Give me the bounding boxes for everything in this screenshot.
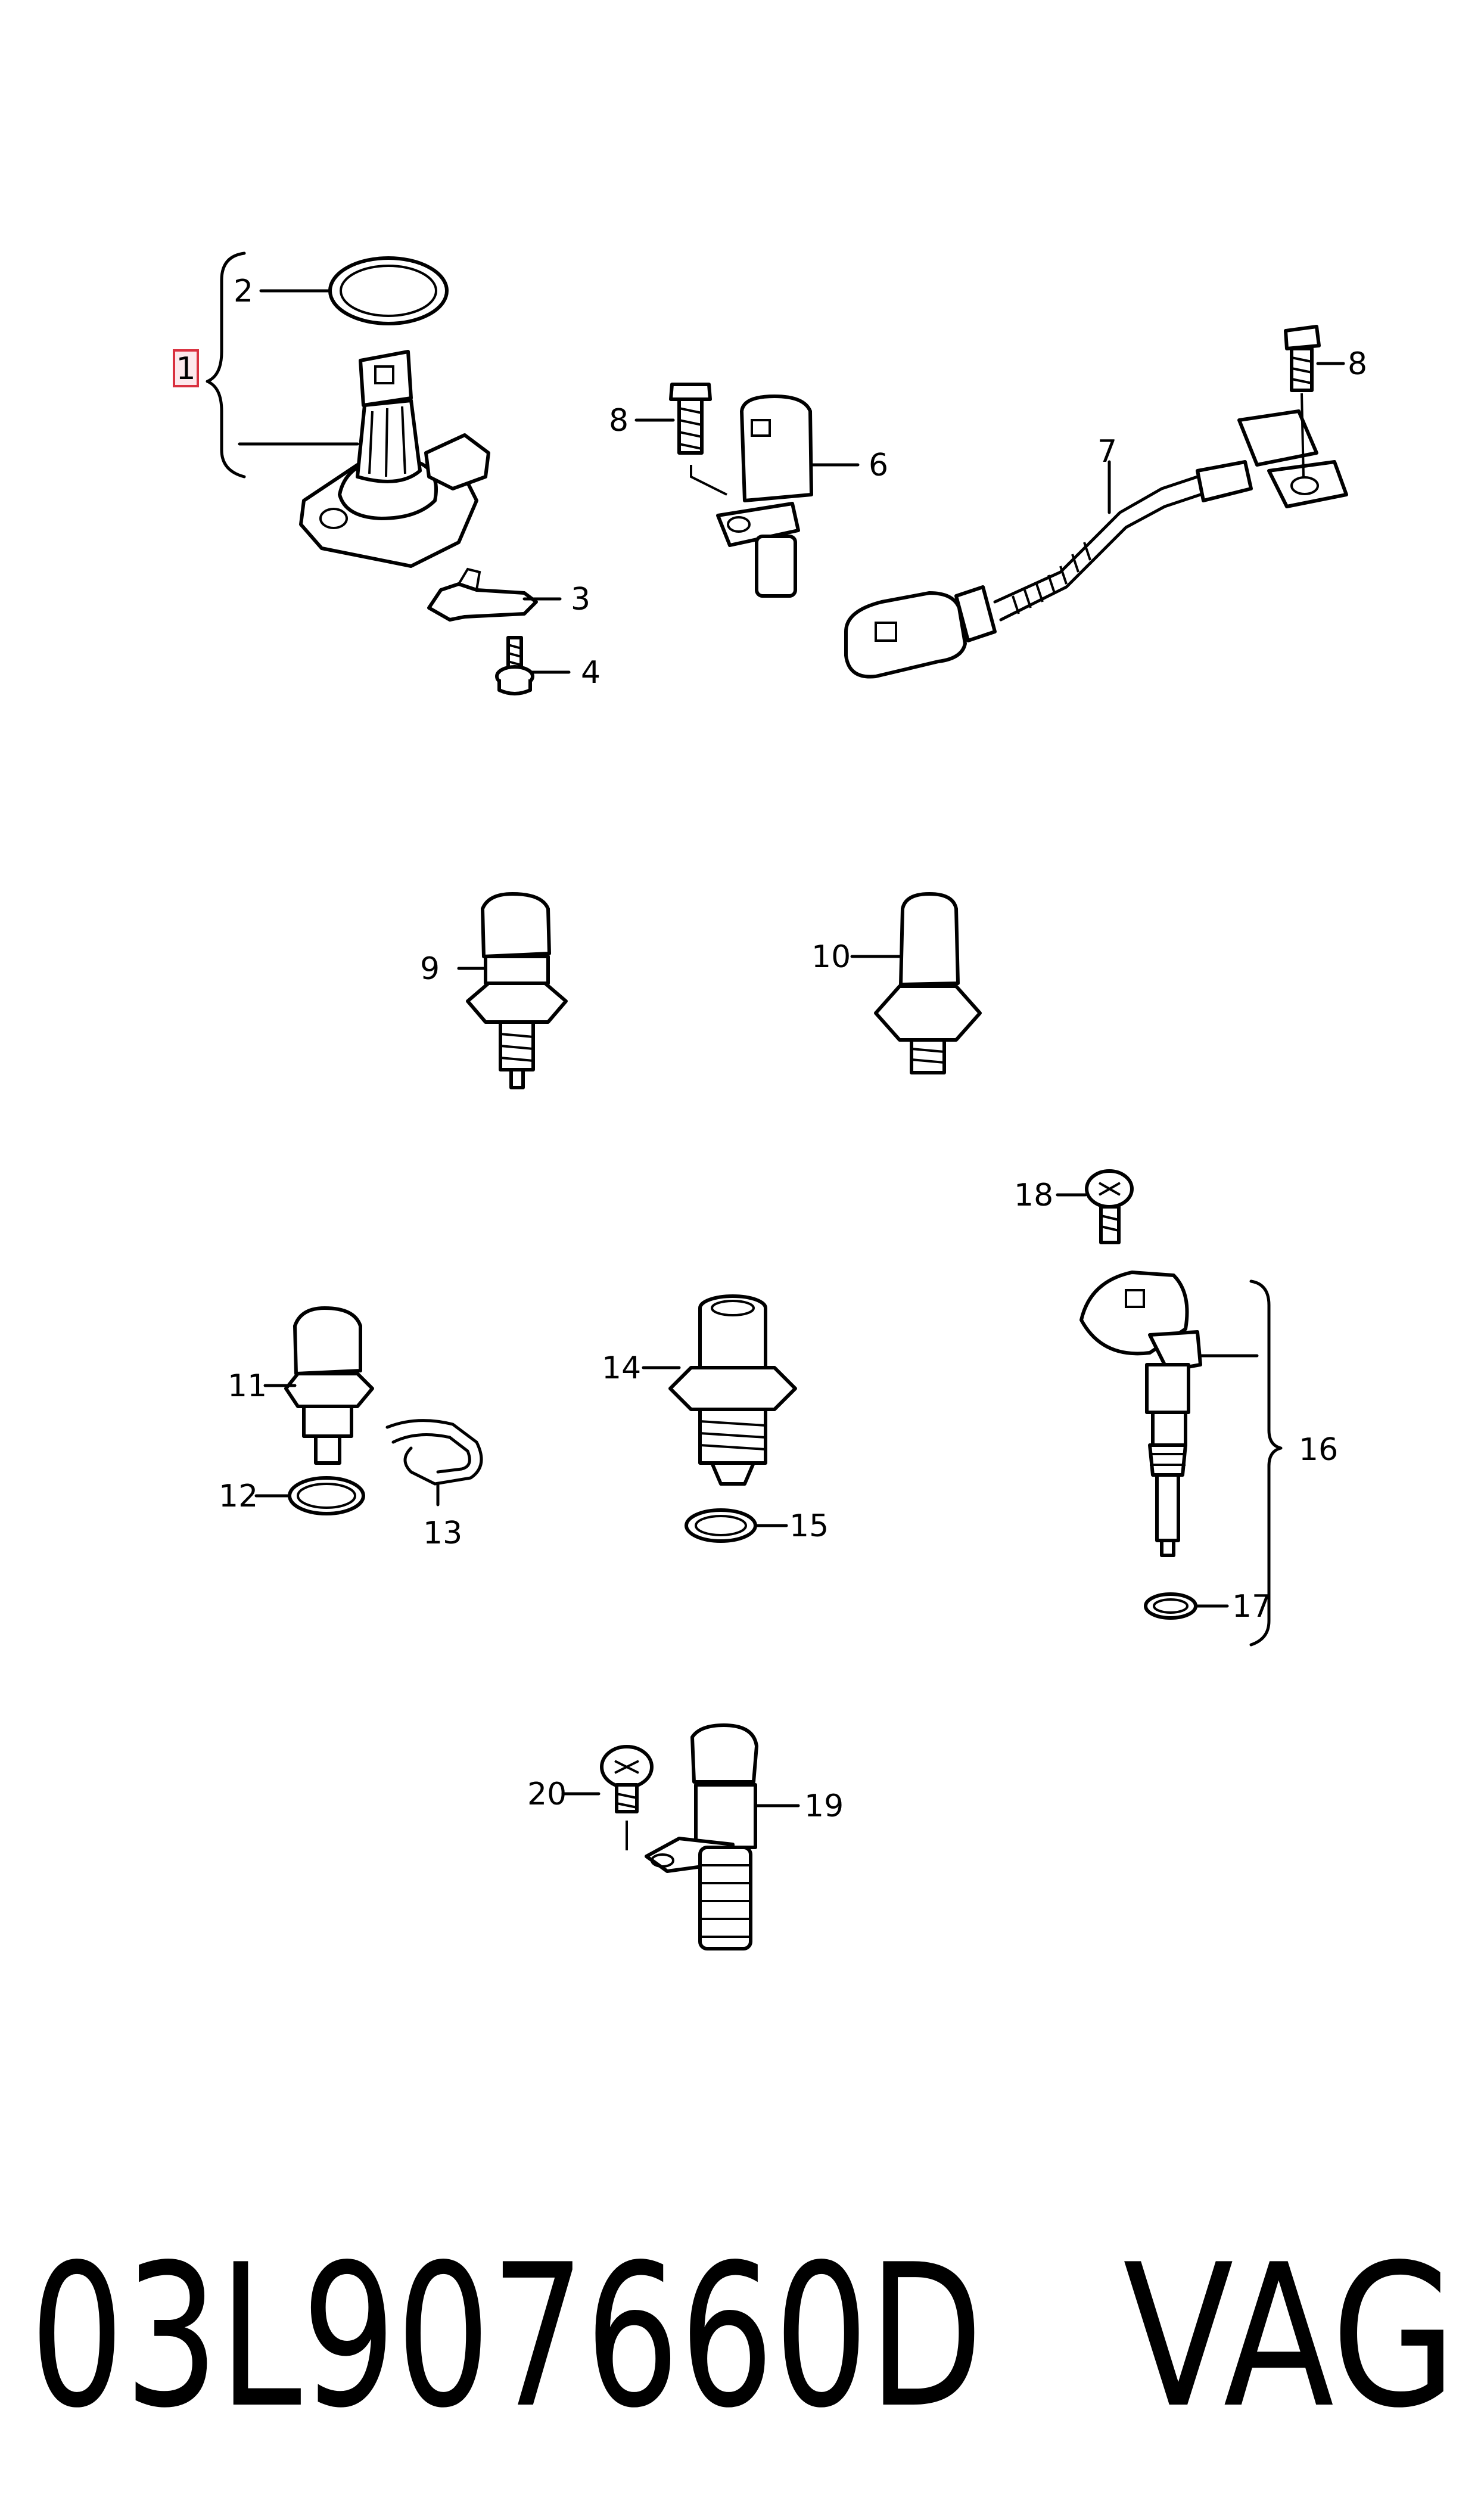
- bolt-18: [1085, 1169, 1134, 1244]
- o-ring-2: [328, 256, 449, 325]
- bolt-8a: [669, 383, 712, 455]
- part-number: 03L907660D: [30, 2222, 983, 2451]
- bracket-3: [427, 567, 538, 622]
- callout-3[interactable]: 3: [571, 582, 590, 617]
- callout-7[interactable]: 7: [1097, 434, 1117, 470]
- cable-sensor-7: [844, 409, 1348, 679]
- callout-17[interactable]: 17: [1232, 1589, 1271, 1625]
- brand-name: VAG: [1123, 2222, 1457, 2451]
- callout-8b[interactable]: 8: [1348, 346, 1367, 382]
- callout-20[interactable]: 20: [527, 1776, 567, 1812]
- callout-12[interactable]: 12: [219, 1479, 258, 1514]
- callout-19[interactable]: 19: [804, 1788, 844, 1824]
- temperature-sender-11: [284, 1306, 374, 1465]
- temperature-sensor-9: [466, 892, 568, 1089]
- callout-14[interactable]: 14: [602, 1350, 641, 1386]
- callout-18[interactable]: 18: [1014, 1178, 1053, 1213]
- oil-level-sensor: [299, 350, 490, 568]
- callout-11[interactable]: 11: [228, 1368, 267, 1404]
- bracket-group-1: [206, 251, 246, 479]
- speed-sensor-6: [716, 395, 813, 598]
- callout-10[interactable]: 10: [811, 939, 851, 975]
- bolt-4: [495, 636, 534, 695]
- callout-1[interactable]: 1: [176, 351, 195, 387]
- callout-4[interactable]: 4: [581, 655, 601, 691]
- callout-9[interactable]: 9: [420, 951, 440, 987]
- injector-sensor-16: [1079, 1271, 1202, 1557]
- bolt-8b: [1284, 325, 1321, 392]
- bolt-8b-axis: [1301, 393, 1305, 477]
- callout-1-highlight: [173, 349, 199, 387]
- callout-6[interactable]: 6: [869, 448, 888, 483]
- bolt-20: [600, 1745, 654, 1850]
- pressure-switch-10: [874, 892, 982, 1074]
- bolt-8a-axis: [690, 465, 727, 496]
- callout-2[interactable]: 2: [234, 274, 253, 309]
- callout-16[interactable]: 16: [1299, 1432, 1338, 1468]
- retaining-clip-13: [385, 1419, 483, 1486]
- callout-8a[interactable]: 8: [609, 403, 629, 439]
- callout-13[interactable]: 13: [423, 1515, 462, 1551]
- o-ring-17: [1144, 1592, 1197, 1620]
- sender-14: [668, 1294, 797, 1486]
- o-ring-15: [685, 1508, 757, 1543]
- callout-15[interactable]: 15: [789, 1508, 829, 1544]
- solenoid-valve-19: [645, 1723, 758, 1950]
- o-ring-12: [288, 1476, 365, 1515]
- bracket-group-16: [1249, 1279, 1283, 1647]
